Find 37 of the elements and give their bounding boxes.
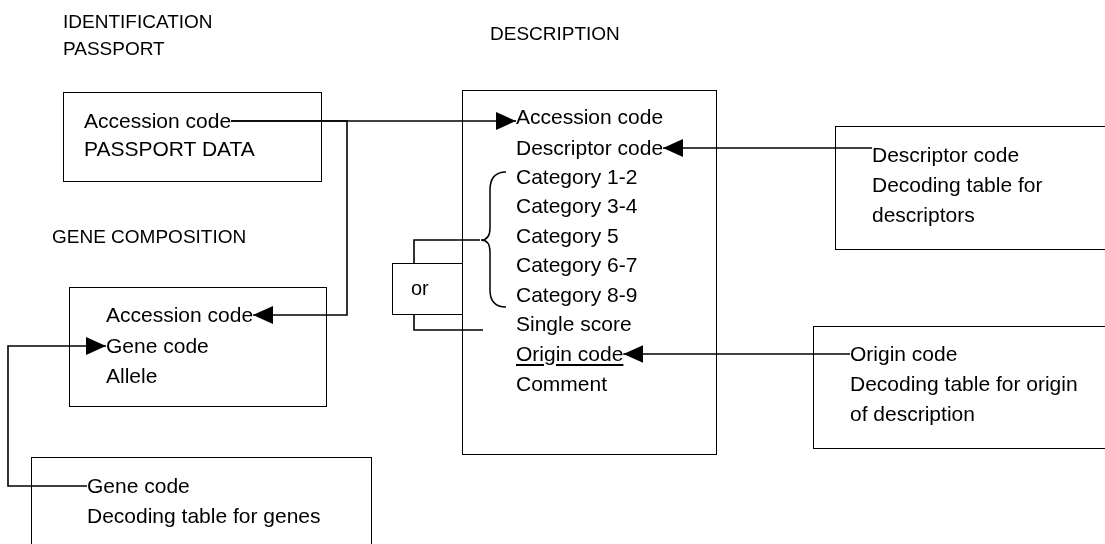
section-heading: GENE COMPOSITION bbox=[52, 225, 247, 249]
field-name: Accession code bbox=[516, 102, 664, 132]
section-heading: IDENTIFICATION PASSPORT bbox=[63, 10, 214, 61]
field-name: Accession code bbox=[84, 106, 232, 136]
arrow bbox=[7, 337, 107, 487]
field-name: Category 8-9 bbox=[516, 280, 638, 310]
field-name: Decoding table for origin of description bbox=[850, 369, 1082, 429]
field-name: Comment bbox=[516, 369, 608, 399]
field-name: Gene code bbox=[87, 471, 190, 501]
field-name: Decoding table for genes bbox=[87, 501, 321, 531]
connector-line bbox=[413, 239, 481, 264]
choice-box: or bbox=[392, 263, 463, 315]
table-box bbox=[31, 457, 372, 544]
field-name: Category 5 bbox=[516, 221, 619, 251]
field-name: Category 1-2 bbox=[516, 162, 638, 192]
field-name: Accession code bbox=[106, 300, 254, 330]
connector-line bbox=[413, 314, 484, 331]
arrow bbox=[230, 120, 348, 324]
field-name: Category 3-4 bbox=[516, 191, 638, 221]
arrow bbox=[622, 345, 851, 363]
table-box bbox=[69, 287, 327, 407]
field-name: Origin code bbox=[516, 339, 624, 369]
field-name: Descriptor code bbox=[872, 140, 1020, 170]
arrow bbox=[662, 139, 873, 157]
table-box bbox=[63, 92, 322, 182]
field-name: Origin code bbox=[850, 339, 958, 369]
table-box bbox=[835, 126, 1105, 250]
field-name: Allele bbox=[106, 361, 158, 391]
field-name: Gene code bbox=[106, 331, 209, 361]
field-name: Descriptor code bbox=[516, 133, 664, 163]
table-box bbox=[813, 326, 1105, 449]
table-box bbox=[462, 90, 717, 455]
field-name: Decoding table for descriptors bbox=[872, 170, 1072, 230]
section-heading: DESCRIPTION bbox=[490, 22, 620, 46]
field-name: Single score bbox=[516, 309, 632, 339]
field-name: Category 6-7 bbox=[516, 250, 638, 280]
field-name: PASSPORT DATA bbox=[84, 134, 255, 164]
